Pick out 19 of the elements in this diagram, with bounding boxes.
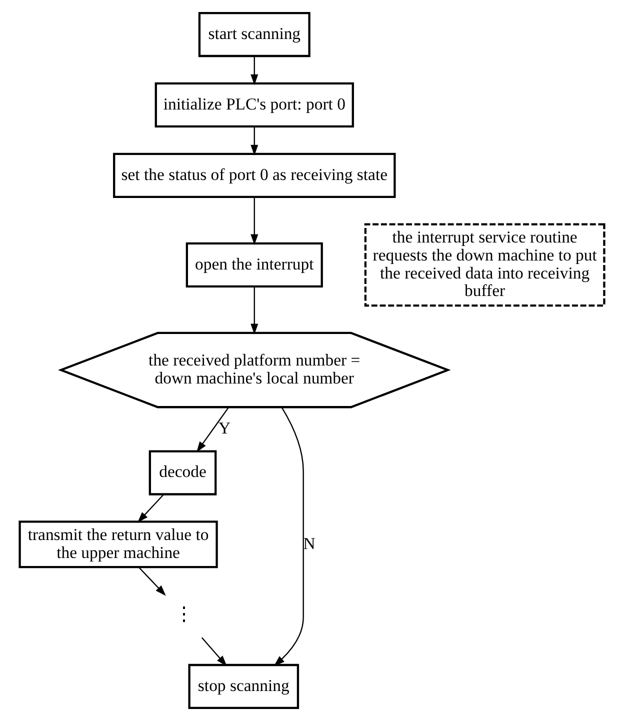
node-box: start scanning (198, 12, 310, 58)
arrow (250, 197, 258, 246)
arrow (201, 637, 227, 666)
node-box: stop scanning (188, 664, 300, 710)
arrow (250, 126, 258, 156)
edge-label: Y (218, 418, 231, 438)
arrow (250, 56, 258, 86)
arrow (138, 566, 166, 596)
node-box: transmit the return value to the upper machine (18, 520, 218, 568)
arrow (196, 407, 230, 452)
node-box: decode (148, 450, 217, 496)
node-box: initialize PLC's port: port 0 (154, 82, 354, 128)
arrow (274, 407, 304, 666)
node-box: open the interrupt (186, 242, 323, 288)
arrow (250, 286, 258, 335)
node-text: ⋮ (174, 604, 194, 626)
node-box: set the status of port 0 as receiving state (113, 152, 396, 198)
node-box: the interrupt service routine requests the down machine to put the received data into receiving buffer (364, 223, 606, 307)
arrow (137, 494, 164, 523)
